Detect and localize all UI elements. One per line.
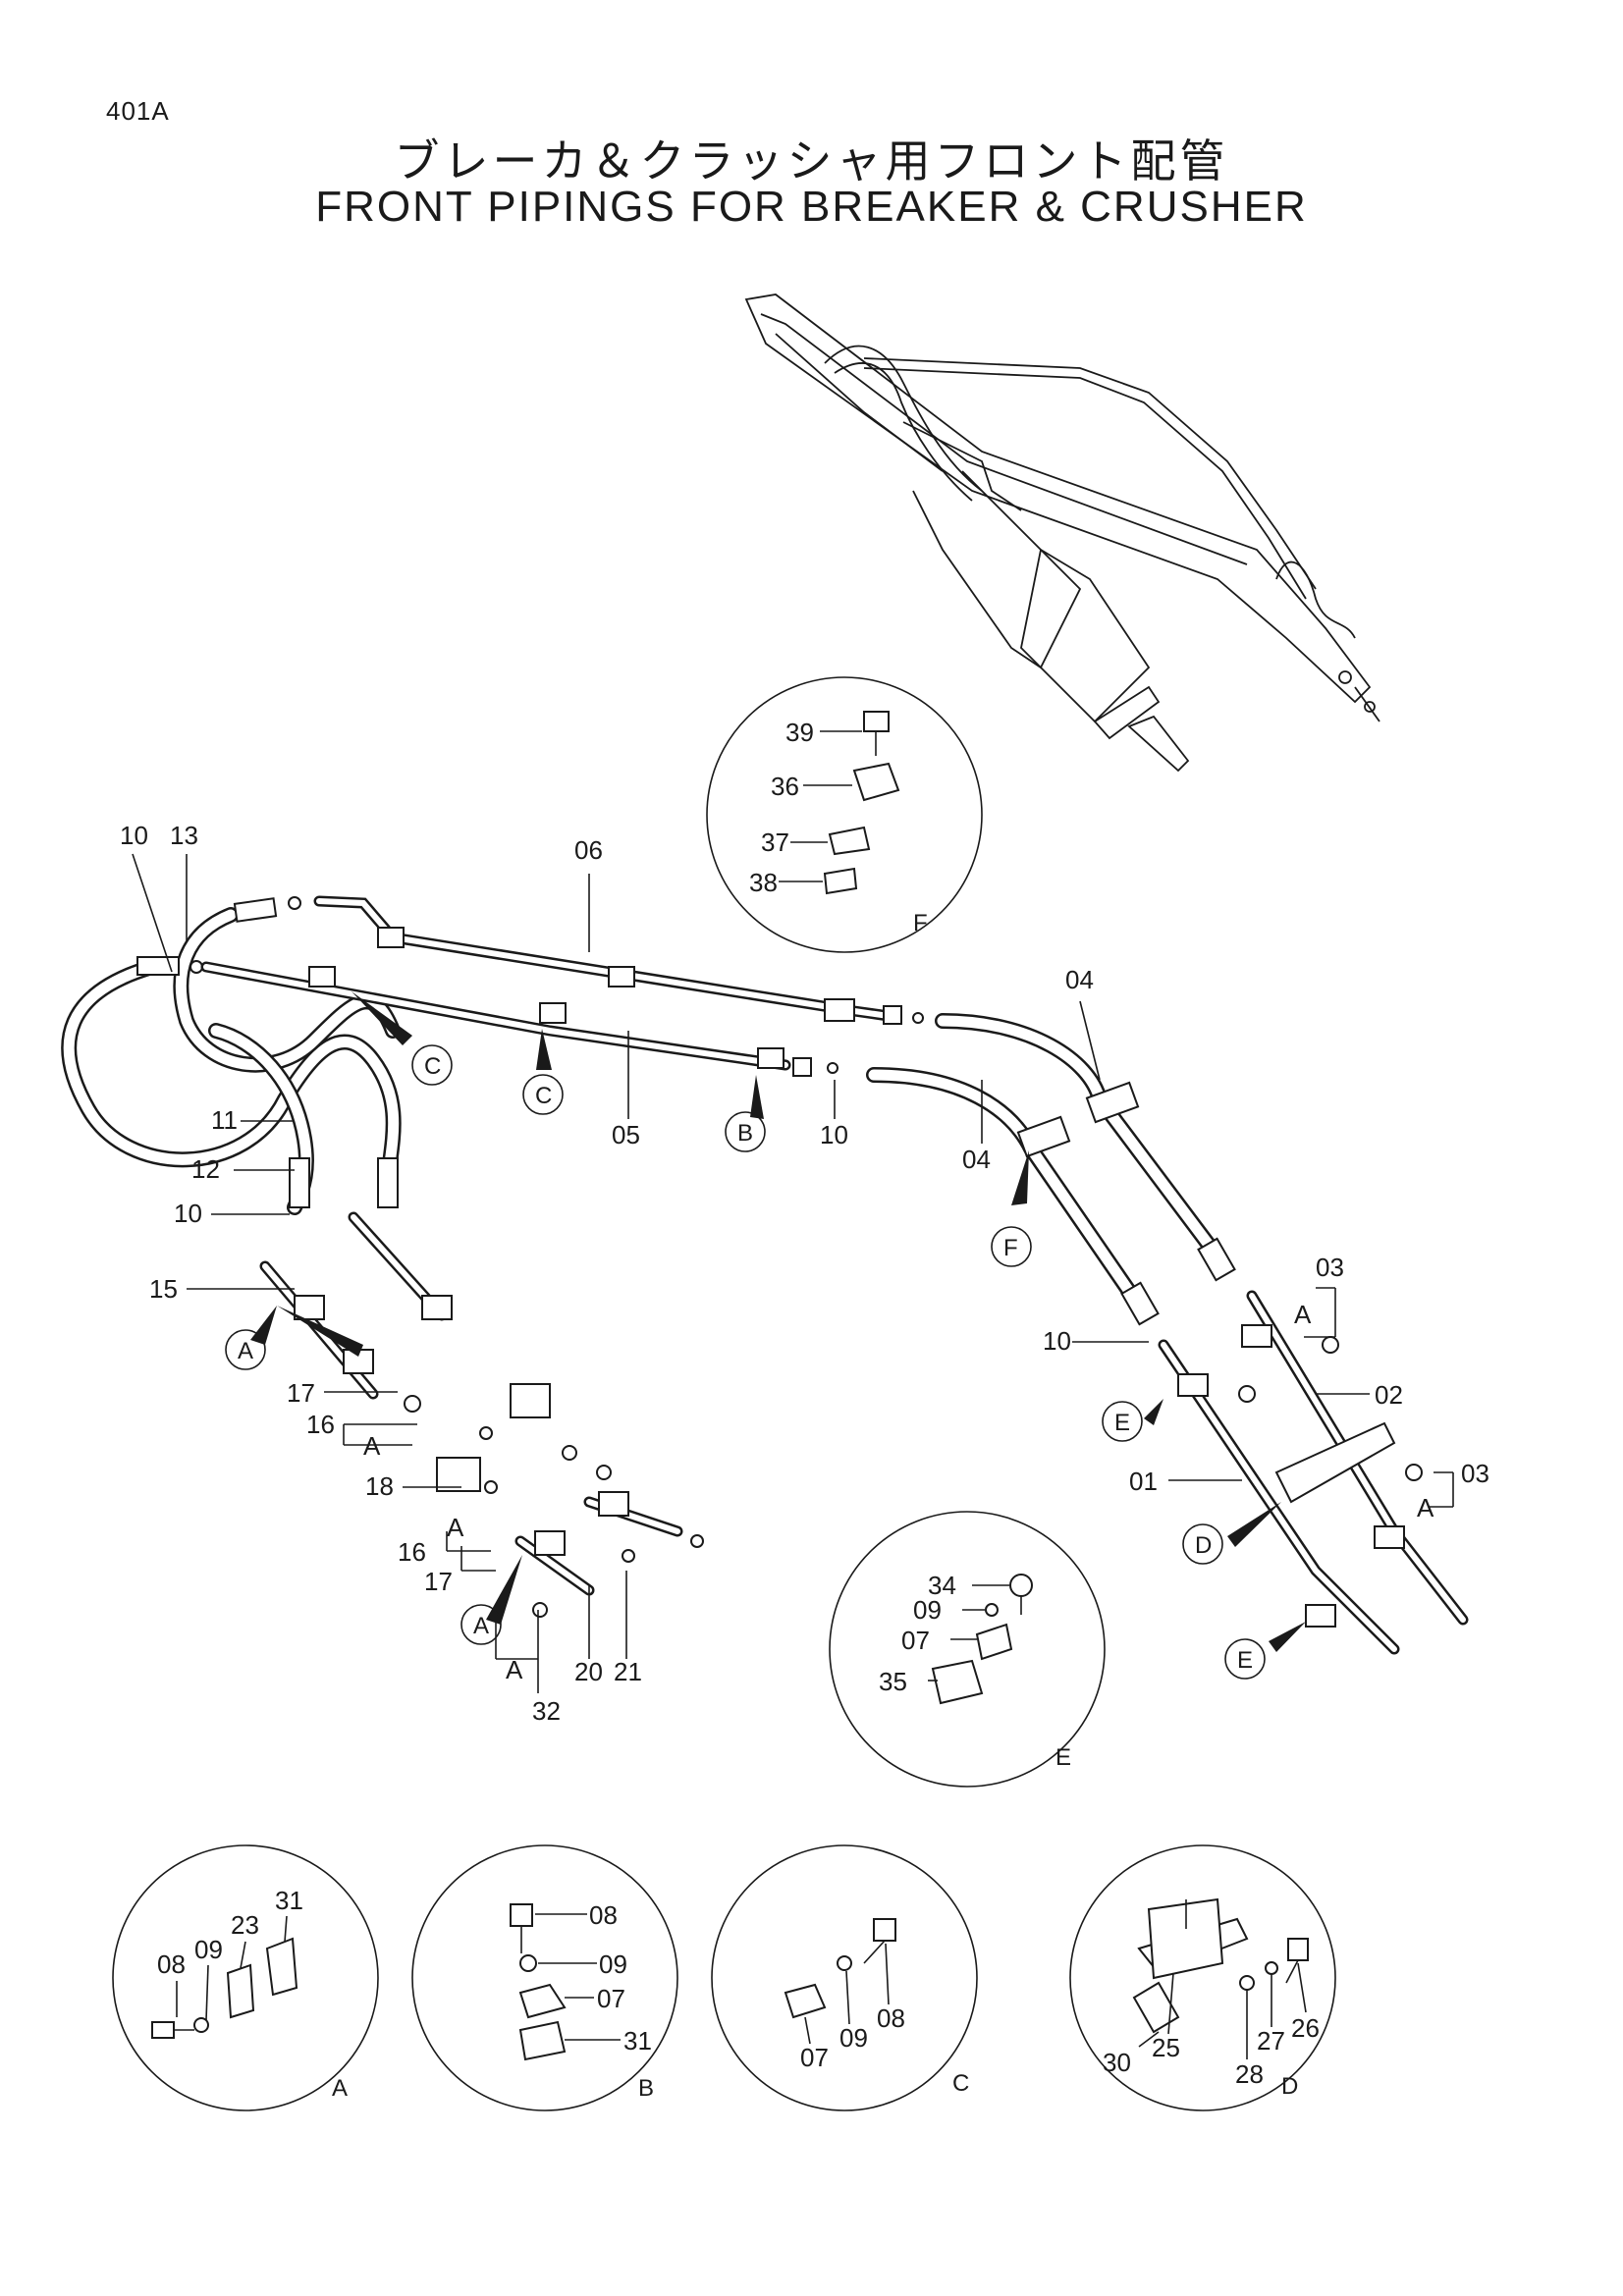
callout-21: 21	[614, 1657, 642, 1686]
callout-11: 11	[211, 1105, 238, 1135]
detail-E-part: 07	[901, 1626, 930, 1655]
callout-10: 10	[120, 821, 148, 850]
callout-17: 17	[424, 1567, 453, 1596]
ref-circle-B: B	[737, 1120, 753, 1147]
leader-lines	[132, 853, 1454, 1693]
left-lower-assembly	[259, 1211, 704, 1618]
detail-F-part: 39	[785, 718, 814, 747]
part-callouts: 10 13 06 04 05 10 04 11 12 10 15 17 16 A…	[120, 821, 1489, 1726]
hoses-04	[866, 1013, 1236, 1326]
detail-A-part: 09	[194, 1935, 223, 1964]
ref-circle-A: A	[238, 1338, 253, 1364]
callout-A: A	[447, 1513, 464, 1542]
detail-circle-C: C 07 09 08	[711, 1844, 978, 2111]
detail-D-part: 26	[1291, 2013, 1320, 2043]
callout-04: 04	[1065, 965, 1094, 994]
detail-E-part: 34	[928, 1571, 956, 1600]
detail-B-part: 08	[589, 1900, 618, 1930]
callout-10: 10	[174, 1199, 202, 1228]
callout-03: 03	[1461, 1459, 1489, 1488]
title-japanese: ブレーカ＆クラッシャ用フロント配管	[394, 134, 1229, 187]
callout-05: 05	[612, 1120, 640, 1149]
detail-C-part: 08	[877, 2003, 905, 2033]
callout-13: 13	[170, 821, 198, 850]
callout-32: 32	[532, 1696, 561, 1726]
detail-F-part: 36	[771, 772, 799, 801]
callout-01: 01	[1129, 1467, 1158, 1496]
detail-B-label: B	[638, 2075, 654, 2102]
ref-circle-E: E	[1114, 1410, 1130, 1436]
detail-circle-E: E 34 09 07 35	[829, 1511, 1106, 1788]
ref-circle-C: C	[535, 1083, 552, 1109]
detail-A-part: 23	[231, 1910, 259, 1940]
detail-circle-F: F 39 36 37 38	[706, 676, 983, 953]
callout-20: 20	[574, 1657, 603, 1686]
detail-A-part: 08	[157, 1949, 186, 1979]
page-code: 401A	[106, 96, 170, 126]
detail-A-label: A	[332, 2075, 348, 2102]
main-hoses	[61, 896, 402, 1215]
callout-04: 04	[962, 1145, 991, 1174]
ref-circle-D: D	[1195, 1532, 1212, 1559]
callout-06: 06	[574, 835, 603, 865]
detail-F-part: 38	[749, 868, 778, 897]
callout-12: 12	[191, 1154, 220, 1184]
detail-B-part: 07	[597, 1984, 625, 2013]
callout-18: 18	[365, 1471, 394, 1501]
detail-B-part: 09	[599, 1949, 627, 1979]
title-english: FRONT PIPINGS FOR BREAKER & CRUSHER	[315, 183, 1308, 231]
ref-circle-E: E	[1237, 1647, 1253, 1674]
detail-C-label: C	[952, 2070, 969, 2097]
callout-A: A	[506, 1655, 523, 1684]
detail-D-part: 25	[1152, 2033, 1180, 2062]
detail-D-label: D	[1281, 2073, 1298, 2100]
ref-circle-A: A	[473, 1613, 489, 1639]
detail-C-part: 07	[800, 2043, 829, 2072]
detail-D-part: 27	[1257, 2026, 1285, 2056]
detail-B-part: 31	[623, 2026, 652, 2056]
callout-A: A	[1294, 1300, 1312, 1329]
ref-circle-C: C	[424, 1053, 441, 1080]
detail-circle-D: D 30 25 28 27 26	[1069, 1844, 1336, 2111]
ref-circle-F: F	[1003, 1235, 1018, 1261]
callout-10: 10	[820, 1120, 848, 1149]
callout-10: 10	[1043, 1326, 1071, 1356]
callout-A: A	[1417, 1493, 1434, 1522]
detail-C-part: 09	[839, 2023, 868, 2053]
right-pipes	[1158, 1290, 1469, 1655]
detail-D-part: 28	[1235, 2059, 1264, 2089]
callout-17: 17	[287, 1378, 315, 1408]
callout-03: 03	[1316, 1253, 1344, 1282]
detail-F-part: 37	[761, 828, 789, 857]
detail-circle-B: B 08 09 07 31	[411, 1844, 678, 2111]
detail-E-part: 09	[913, 1595, 942, 1625]
detail-A-part: 31	[275, 1886, 303, 1915]
callout-A: A	[363, 1431, 381, 1461]
circle-references: C C B F A A E D E	[225, 1044, 1266, 1680]
callout-02: 02	[1375, 1380, 1403, 1410]
callout-16: 16	[306, 1410, 335, 1439]
steel-pipes-upper	[200, 895, 924, 1077]
detail-F-label: F	[913, 910, 928, 936]
detail-E-part: 35	[879, 1667, 907, 1696]
detail-circle-A: A 08 09 23 31	[112, 1844, 379, 2111]
callout-15: 15	[149, 1274, 178, 1304]
detail-D-part: 30	[1103, 2048, 1131, 2077]
detail-E-label: E	[1055, 1744, 1071, 1771]
callout-pointers	[250, 991, 1306, 1652]
machine-front-illustration	[744, 294, 1380, 773]
callout-16: 16	[398, 1537, 426, 1567]
